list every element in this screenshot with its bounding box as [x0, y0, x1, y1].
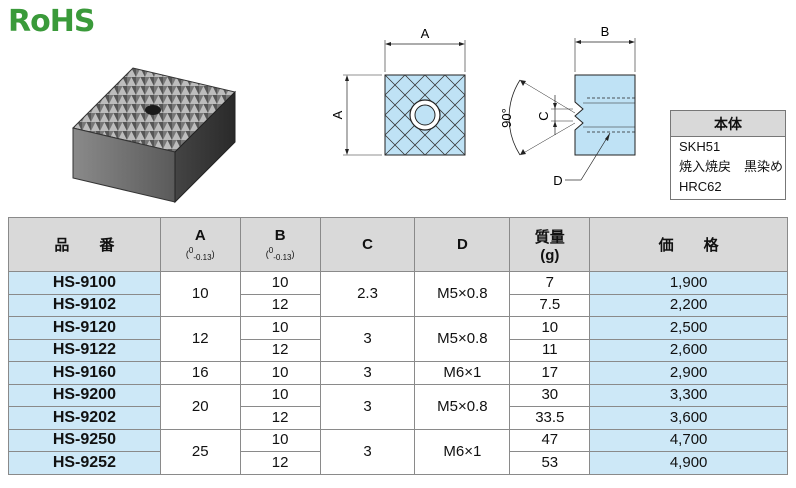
cell-d: M5×0.8 — [414, 316, 511, 362]
part-number: HS-9122 — [8, 338, 161, 362]
part-number: HS-9160 — [8, 361, 161, 385]
cell-mass: 7 — [509, 271, 591, 295]
cell-mass: 17 — [509, 361, 591, 385]
cell-c: 3 — [319, 428, 416, 475]
header-b-tolerance: (0-0.13) — [265, 245, 295, 262]
c-label: C — [536, 111, 551, 120]
technical-drawing: A A B 90° C D — [330, 24, 636, 188]
header-a-label: A — [194, 226, 206, 244]
angle-label: 90° — [499, 108, 514, 128]
part-number: HS-9200 — [8, 383, 161, 407]
cell-price: 2,500 — [589, 316, 788, 340]
cell-a: 10 — [159, 271, 241, 317]
table-row: HS-9252 12 53 4,900 — [8, 451, 788, 475]
header-part: 品 番 — [8, 217, 161, 272]
part-number: HS-9252 — [8, 451, 161, 475]
table-row: HS-9100 10 10 2.3 M5×0.8 7 1,900 — [8, 271, 788, 317]
cell-b: 12 — [239, 338, 321, 362]
front-width-label: A — [421, 26, 430, 41]
cell-mass: 11 — [509, 338, 591, 362]
part-number: HS-9202 — [8, 406, 161, 430]
table-row: HS-9200 20 10 3 M5×0.8 30 3,300 — [8, 383, 788, 430]
cell-b: 10 — [239, 428, 321, 452]
table-header-row: 品 番 A (0-0.13) B (0-0.13) C D 質量 (g) 価 格 — [8, 217, 788, 272]
cell-price: 3,600 — [589, 406, 788, 430]
side-width-label: B — [601, 24, 610, 39]
cell-c: 3 — [319, 316, 416, 362]
cell-d: M5×0.8 — [414, 271, 511, 317]
cell-b: 10 — [239, 271, 321, 295]
cell-b: 10 — [239, 361, 321, 385]
header-b: B (0-0.13) — [239, 217, 321, 272]
cell-mass: 53 — [509, 451, 591, 475]
header-mass-unit: (g) — [540, 246, 560, 264]
header-price: 価 格 — [589, 217, 788, 272]
cell-mass: 7.5 — [509, 293, 591, 317]
cell-mass: 30 — [509, 383, 591, 407]
product-photo — [72, 67, 236, 204]
cell-mass: 10 — [509, 316, 591, 340]
table-row: HS-9160 16 10 3 M6×1 17 2,900 — [8, 361, 788, 385]
d-label: D — [553, 173, 562, 188]
part-number: HS-9120 — [8, 316, 161, 340]
front-height-label: A — [330, 110, 345, 119]
header-b-label: B — [274, 226, 286, 244]
cell-d: M6×1 — [414, 361, 511, 385]
header-c: C — [319, 217, 416, 272]
cell-price: 2,600 — [589, 338, 788, 362]
cell-mass: 33.5 — [509, 406, 591, 430]
rohs-logo: RoHS — [8, 4, 100, 40]
material-spec-box: 本体 SKH51 焼入焼戻 黒染め HRC62 — [670, 110, 786, 200]
b-tol-lower: -0.13 — [273, 252, 292, 262]
cell-b: 12 — [239, 293, 321, 317]
cell-a: 20 — [159, 383, 241, 430]
material-header: 本体 — [671, 111, 785, 137]
part-number: HS-9102 — [8, 293, 161, 317]
cell-c: 2.3 — [319, 271, 416, 317]
spec-table: 品 番 A (0-0.13) B (0-0.13) C D 質量 (g) 価 格… — [8, 217, 788, 475]
header-d: D — [414, 217, 511, 272]
part-number: HS-9100 — [8, 271, 161, 295]
table-row: HS-9250 25 10 3 M6×1 47 4,700 — [8, 428, 788, 475]
rohs-logo-text: RoHS — [8, 4, 95, 39]
header-mass-label: 質量 — [534, 228, 565, 246]
cell-mass: 47 — [509, 428, 591, 452]
table-row: HS-9202 12 33.5 3,600 — [8, 406, 788, 430]
cell-d: M5×0.8 — [414, 383, 511, 430]
cell-c: 3 — [319, 383, 416, 430]
cell-price: 2,200 — [589, 293, 788, 317]
cell-price: 3,300 — [589, 383, 788, 407]
table-row: HS-9102 12 7.5 2,200 — [8, 293, 788, 317]
cell-a: 12 — [159, 316, 241, 362]
cell-a: 16 — [159, 361, 241, 385]
b-tol-upper: 0 — [268, 245, 274, 255]
cell-price: 1,900 — [589, 271, 788, 295]
cell-price: 2,900 — [589, 361, 788, 385]
a-tol-lower: -0.13 — [193, 252, 212, 262]
cell-b: 12 — [239, 406, 321, 430]
cell-d: M6×1 — [414, 428, 511, 475]
cell-a: 25 — [159, 428, 241, 475]
cell-b: 12 — [239, 451, 321, 475]
cell-price: 4,900 — [589, 451, 788, 475]
front-view — [343, 40, 466, 156]
material-line: SKH51 — [679, 139, 721, 154]
cell-b: 10 — [239, 316, 321, 340]
cell-b: 10 — [239, 383, 321, 407]
cell-c: 3 — [319, 361, 416, 385]
header-a-tolerance: (0-0.13) — [185, 245, 215, 262]
header-mass: 質量 (g) — [509, 217, 591, 272]
part-number: HS-9250 — [8, 428, 161, 452]
a-tol-upper: 0 — [188, 245, 194, 255]
table-row: HS-9120 12 10 3 M5×0.8 10 2,500 — [8, 316, 788, 362]
material-line: 焼入焼戻 黒染め — [679, 159, 784, 174]
side-view — [508, 38, 636, 181]
material-line: HRC62 — [679, 179, 722, 194]
cell-price: 4,700 — [589, 428, 788, 452]
header-a: A (0-0.13) — [159, 217, 241, 272]
